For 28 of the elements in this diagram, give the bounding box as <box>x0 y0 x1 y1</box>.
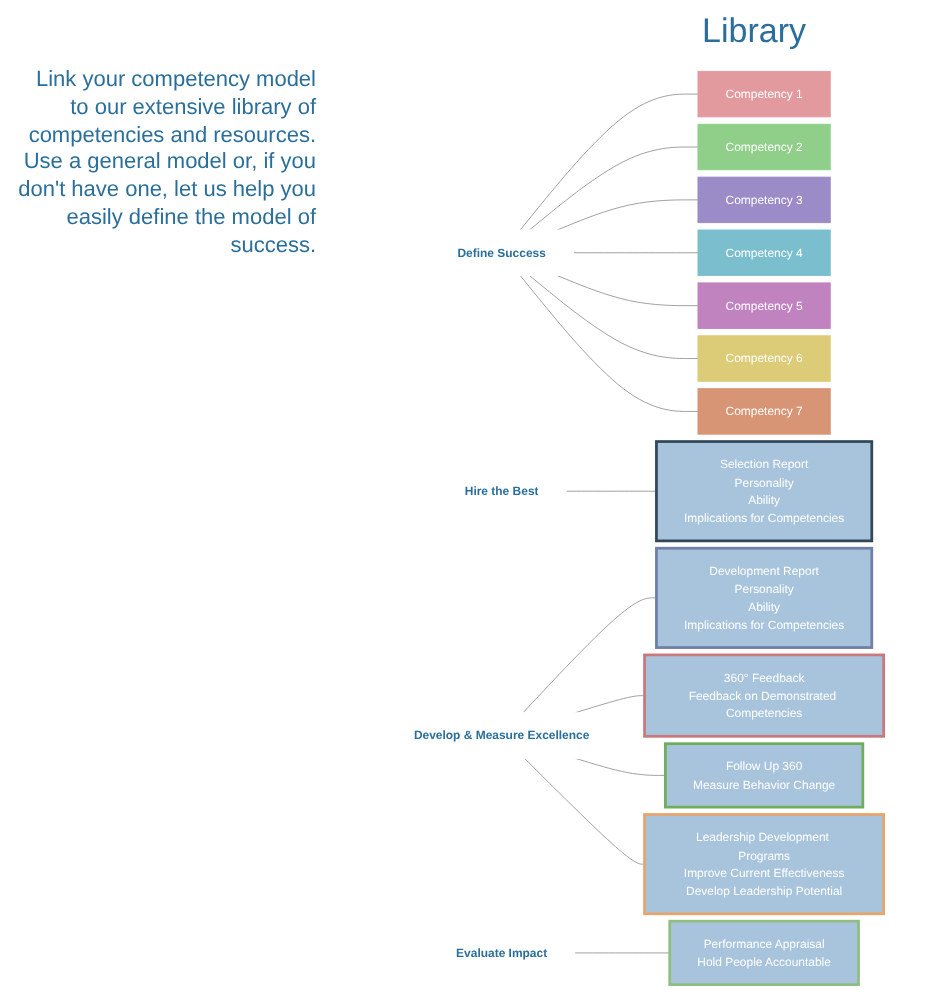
node-box <box>697 176 831 224</box>
node-box <box>697 70 831 118</box>
connector <box>556 199 699 231</box>
connector <box>524 757 645 865</box>
connector <box>574 757 666 776</box>
node-box <box>664 742 865 809</box>
connector <box>519 93 699 231</box>
node-box <box>655 440 874 543</box>
connector <box>572 252 699 254</box>
node-box <box>697 335 831 382</box>
title: Library <box>702 12 806 52</box>
node-box <box>697 123 831 171</box>
node-box <box>643 653 886 738</box>
connector <box>574 952 671 954</box>
connector <box>556 275 699 307</box>
connector <box>528 275 699 359</box>
connector <box>522 597 657 714</box>
connector <box>574 695 645 714</box>
intro-paragraph: Link your competency model to our extensive library of competencies and resources. Use a general model or, if you don't have one, let us help you easily define the model of success. <box>16 68 316 261</box>
connector <box>528 146 699 231</box>
node-box <box>655 546 874 649</box>
node-box <box>697 388 831 435</box>
node-box <box>697 282 831 329</box>
connector <box>519 275 699 412</box>
node-box <box>668 919 860 986</box>
connector <box>565 490 657 492</box>
node-box <box>697 229 831 276</box>
node-box <box>643 813 886 916</box>
